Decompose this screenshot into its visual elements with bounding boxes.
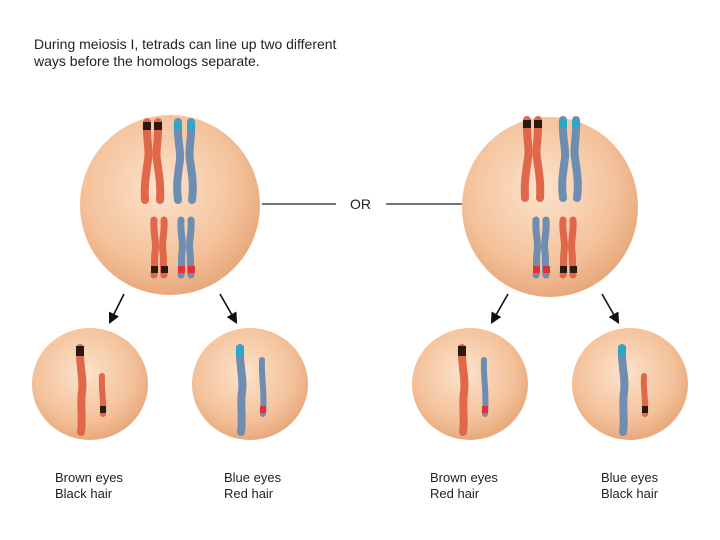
red-homolog-small [150,216,168,279]
arrow-down-right-2 [601,293,620,324]
parent-cell-left [80,115,260,295]
outcome-label-3: Brown eyes Red hair [430,470,498,502]
outcome-trait-2: Black hair [601,486,659,501]
outcome-trait-2: Red hair [224,486,274,501]
red-homolog-large [520,116,545,202]
daughter-cell-1 [32,328,148,440]
outcome-trait-2: Black hair [55,486,113,501]
outcome-trait-2: Red hair [430,486,480,501]
outcome-label-1: Brown eyes Black hair [55,470,123,502]
arrow-down-left-1 [108,293,125,325]
outcome-trait-1: Brown eyes [55,470,123,485]
outcome-trait-1: Blue eyes [601,470,659,485]
daughter-cell-2 [192,328,308,440]
outcome-trait-1: Brown eyes [430,470,498,485]
outcome-trait-1: Blue eyes [224,470,282,485]
blue-homolog-large [558,116,582,202]
outcome-label-4: Blue eyes Black hair [601,470,658,502]
or-label: OR [350,196,371,212]
outcome-label-2: Blue eyes Red hair [224,470,281,502]
blue-homolog-small [177,216,195,279]
parent-cell-right [462,116,638,297]
daughter-cell-4 [572,328,688,440]
caption-line-2: ways before the homologs separate. [34,53,260,69]
blue-homolog-large [173,118,197,204]
red-homolog-large [140,118,165,204]
caption: During meiosis I, tetrads can line up tw… [34,36,364,70]
daughter-cell-3 [412,328,528,440]
blue-homolog-small [532,216,550,279]
arrow-down-right-1 [219,293,238,324]
caption-line-1: During meiosis I, tetrads can line up tw… [34,36,337,52]
red-homolog-small [559,216,577,279]
arrow-down-left-2 [490,293,509,324]
